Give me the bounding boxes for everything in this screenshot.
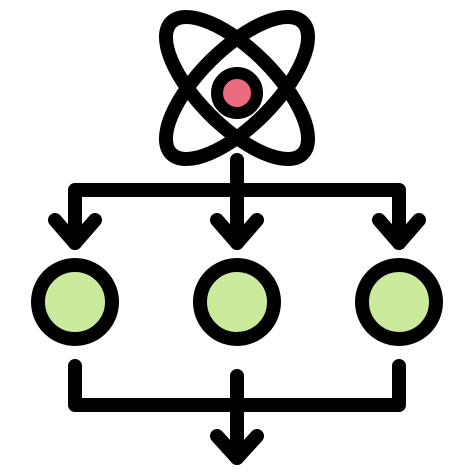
arrow-down-bottom-icon <box>210 429 264 465</box>
node-right <box>355 258 443 346</box>
split-connector <box>68 153 406 250</box>
atom-nucleus <box>211 67 263 119</box>
arrow-down-center-icon <box>210 213 264 250</box>
merge-connector <box>68 359 406 465</box>
nodes <box>31 258 443 346</box>
atom-icon <box>158 9 316 167</box>
arrow-down-left-icon <box>48 213 102 250</box>
atom-orbit-left <box>158 9 316 167</box>
arrow-down-right-icon <box>372 213 426 250</box>
atom-orbit-right <box>158 9 316 167</box>
node-center <box>193 258 281 346</box>
down-arrows <box>48 213 426 250</box>
node-left <box>31 258 119 346</box>
